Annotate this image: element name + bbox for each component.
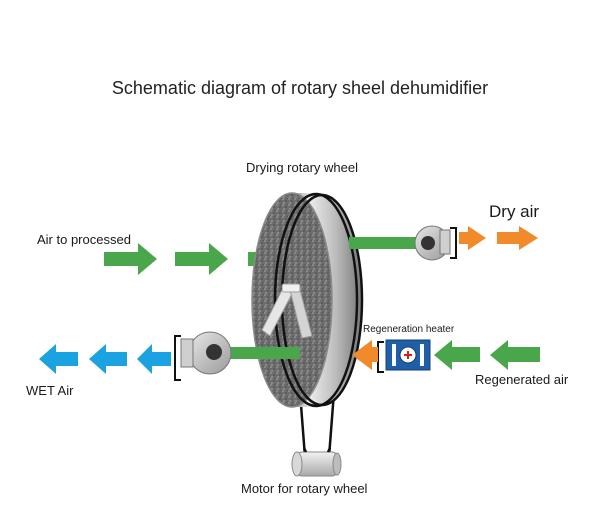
regenerated-air-label: Regenerated air [475,372,569,387]
regen-air-arrow-1 [490,340,540,370]
regen-air-path [352,339,540,373]
dry-air-arrow-1 [459,226,486,250]
drying-rotary-wheel [251,192,364,408]
dry-air-label: Dry air [489,202,540,221]
motor-label: Motor for rotary wheel [241,481,368,496]
diagram-title: Schematic diagram of rotary sheel dehumi… [111,78,489,98]
process-air-outlet-arrow [349,237,431,249]
wet-air-arrow-3 [39,344,78,374]
dry-air-arrow-2 [497,226,538,250]
centrifugal-fan-icon [174,331,232,381]
process-air-arrow-2 [175,243,228,275]
drying-wheel-label: Drying rotary wheel [246,160,358,175]
wet-air-arrow-2 [89,344,127,374]
wet-air-path [39,331,300,381]
regeneration-heater-label: Regeneration heater [363,324,455,335]
wet-air-label: WET Air [26,383,74,398]
process-air-arrow-1 [104,243,157,275]
dry-air-path [349,225,538,261]
centrifugal-fan-icon [414,225,457,261]
wet-air-arrow-1 [137,344,171,374]
heated-air-arrow [352,340,378,370]
process-air-label: Air to processed [37,232,131,247]
heater-icon [377,339,431,373]
regen-air-outlet-arrow [218,347,300,359]
regen-air-arrow-2 [434,340,480,370]
sector-divider [261,283,313,339]
motor-icon [291,447,342,477]
